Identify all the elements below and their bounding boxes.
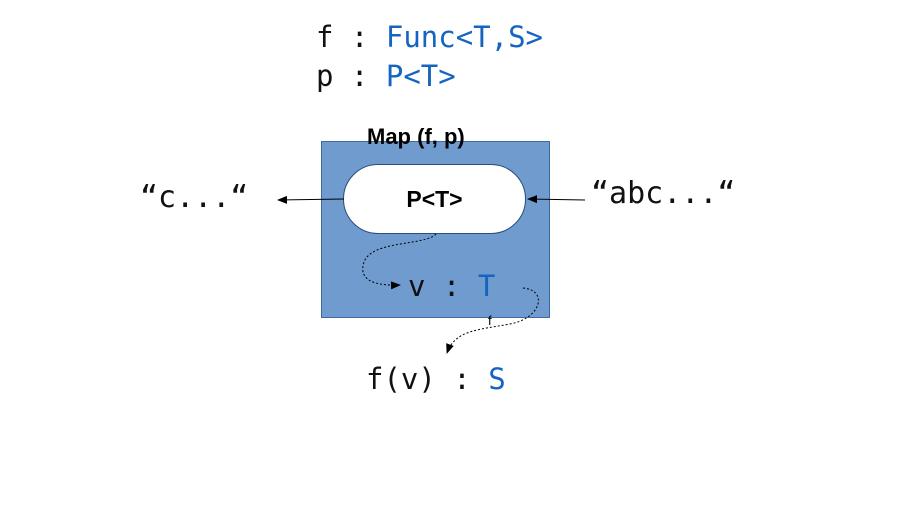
signature-p-separator: : <box>333 59 386 93</box>
parse-value-arrow <box>362 233 437 290</box>
input-arrow <box>527 195 586 204</box>
input-string: “abc...“ <box>591 176 736 211</box>
signature-p-type: P<T> <box>385 59 456 93</box>
value-v: v : T <box>408 272 495 301</box>
signature-p-name: p <box>316 59 334 93</box>
f-arrow-label: f <box>488 313 492 328</box>
result-separator: : <box>435 362 489 396</box>
result-type: S <box>488 362 506 396</box>
result-expression: f(v) <box>366 362 436 396</box>
map-title: Map (f, p) <box>367 124 465 149</box>
signature-f: f : Func<T,S> <box>316 23 543 52</box>
output-arrow <box>277 195 345 204</box>
value-v-type: T <box>477 269 496 303</box>
signature-f-separator: : <box>333 20 386 54</box>
output-string: “c...“ <box>140 180 249 215</box>
apply-f-arrow <box>446 287 539 354</box>
value-v-name: v <box>408 269 426 303</box>
result-fv: f(v) : S <box>366 365 506 394</box>
signature-p: p : P<T> <box>316 62 456 91</box>
signature-f-type: Func<T,S> <box>385 20 543 54</box>
value-v-separator: : <box>425 269 478 303</box>
parser-label: P<T> <box>406 185 463 212</box>
signature-f-name: f <box>316 20 334 54</box>
